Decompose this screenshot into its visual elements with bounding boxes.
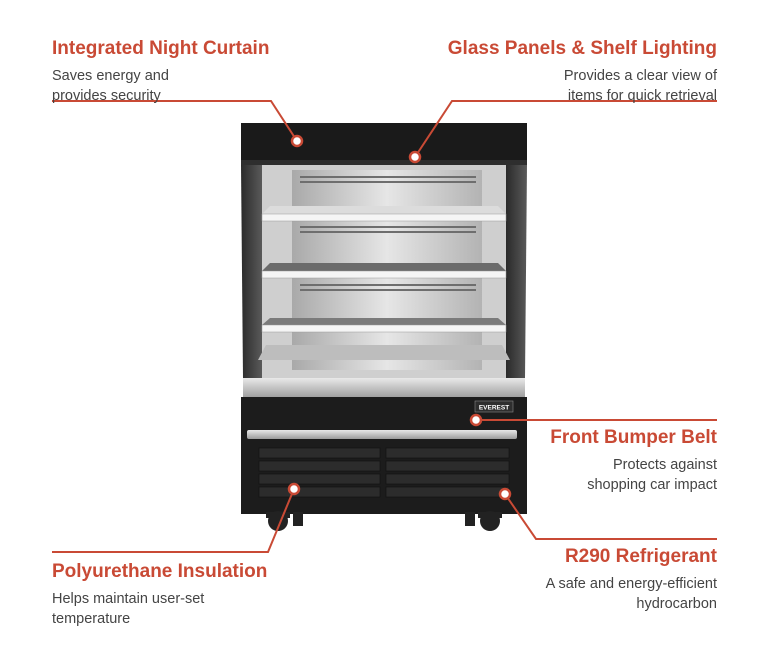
desc-line: hydrocarbon	[636, 596, 717, 612]
callout-title: Polyurethane Insulation	[52, 561, 268, 582]
callout-description: Helps maintain user-set temperature	[52, 589, 267, 629]
deck	[243, 378, 525, 398]
canopy	[241, 123, 527, 163]
desc-line: temperature	[52, 611, 131, 627]
callout-refrigerant: R290 Refrigerant A safe and energy-effic…	[546, 546, 717, 614]
leader-lines	[52, 100, 717, 553]
callout-title: R290 Refrigerant	[564, 546, 717, 567]
callout-title: Front Bumper Belt	[550, 427, 717, 448]
callout-description: Saves energy and provides security	[52, 66, 269, 106]
callout-night-curtain: Integrated Night Curtain Saves energy an…	[52, 38, 269, 106]
kick-panel-louvers	[258, 447, 510, 498]
desc-line: Helps maintain user-set	[52, 591, 205, 607]
back-vents	[300, 176, 476, 291]
anchor-bumper-belt	[469, 413, 483, 427]
desc-line: items for quick retrieval	[567, 88, 717, 104]
callout-bumper-belt: Front Bumper Belt Protects against shopp…	[550, 427, 717, 495]
desc-line: provides security	[52, 88, 161, 104]
callout-title: Integrated Night Curtain	[52, 38, 270, 59]
desc-line: A safe and energy-efficient	[545, 576, 717, 592]
leader-night-curtain	[52, 100, 298, 142]
callout-title: Glass Panels & Shelf Lighting	[447, 38, 717, 59]
desc-line: Provides a clear view of	[563, 68, 717, 84]
callout-description: Provides a clear view of items for quick…	[448, 66, 717, 106]
desc-line: shopping car impact	[587, 477, 717, 493]
brand-badge-text: EVEREST	[479, 405, 509, 412]
callout-insulation: Polyurethane Insulation Helps maintain u…	[52, 561, 267, 629]
left-side-panel	[241, 165, 262, 378]
leader-glass-panels	[414, 100, 717, 158]
callout-description: A safe and energy-efficient hydrocarbon	[546, 574, 717, 614]
leader-refrigerant	[504, 493, 717, 540]
desc-line: Saves energy and	[52, 68, 169, 84]
callout-glass-panels: Glass Panels & Shelf Lighting Provides a…	[448, 38, 717, 106]
anchor-points	[287, 134, 512, 501]
desc-line: Protects against	[613, 457, 717, 473]
anchor-insulation	[287, 482, 301, 496]
refrigerator-body: EVEREST	[241, 123, 527, 531]
anchor-night-curtain	[290, 134, 304, 148]
shelves	[258, 206, 510, 360]
callout-description: Protects against shopping car impact	[550, 455, 717, 495]
leader-insulation	[52, 488, 295, 553]
anchor-refrigerant	[498, 487, 512, 501]
bumper-belt	[247, 430, 517, 439]
brand-badge	[474, 400, 514, 413]
right-side-panel	[506, 165, 527, 378]
anchor-glass-panels	[408, 150, 422, 164]
